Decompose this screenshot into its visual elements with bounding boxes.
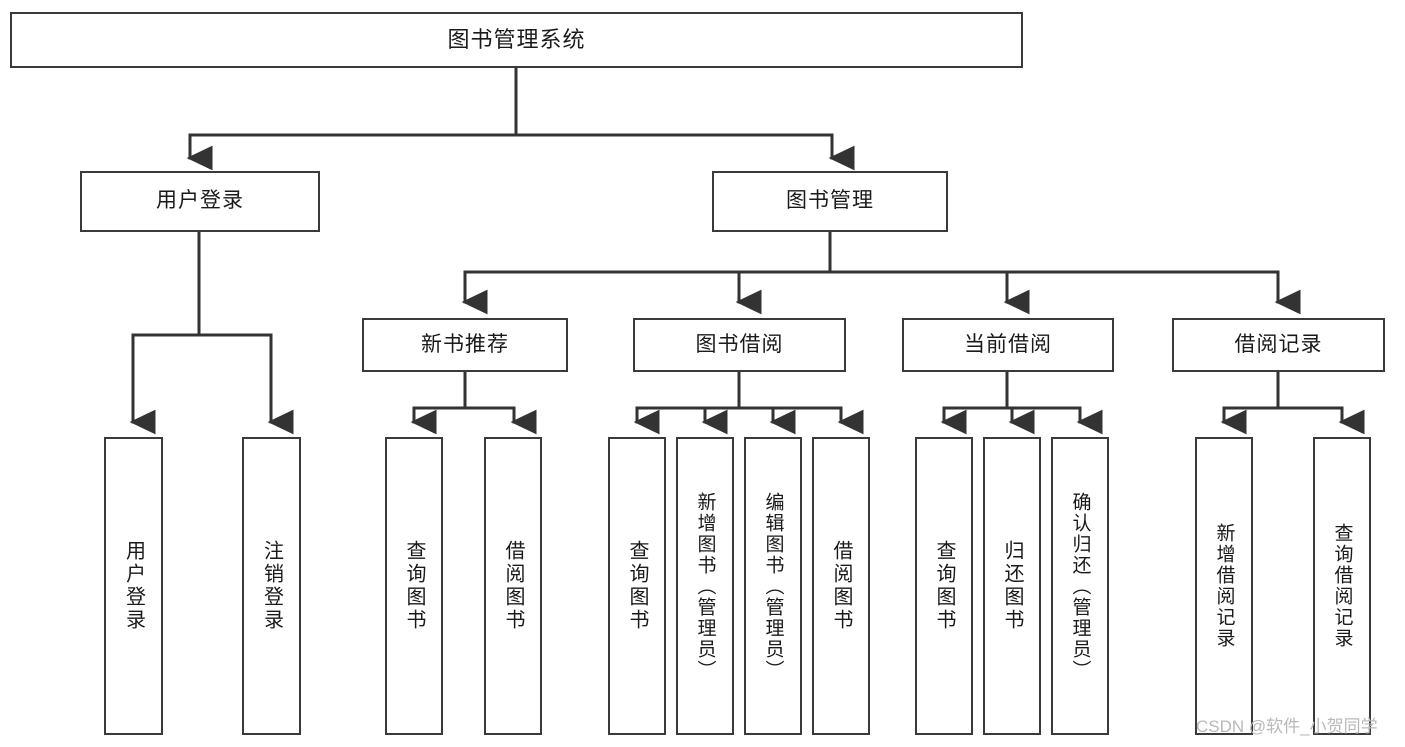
node-current-borrow-label: 当前借阅 bbox=[964, 332, 1052, 356]
node-root-label: 图书管理系统 bbox=[447, 27, 586, 53]
leaf-query-book-2[interactable]: 查询图书 bbox=[608, 437, 666, 735]
leaf-query-record[interactable]: 查询借阅记录 bbox=[1313, 437, 1371, 735]
leaf-logout[interactable]: 注销登录 bbox=[242, 437, 301, 735]
leaf-user-login-label: 用户登录 bbox=[122, 540, 145, 632]
leaf-return-book-label: 归还图书 bbox=[1001, 540, 1023, 632]
leaf-edit-book[interactable]: 编辑图书（管理员） bbox=[744, 437, 802, 735]
node-book-manage-label: 图书管理 bbox=[786, 189, 874, 213]
node-new-book-rec[interactable]: 新书推荐 bbox=[362, 318, 568, 372]
leaf-return-book[interactable]: 归还图书 bbox=[983, 437, 1041, 735]
leaf-borrow-book-1[interactable]: 借阅图书 bbox=[484, 437, 542, 735]
node-borrow-record-label: 借阅记录 bbox=[1234, 332, 1323, 356]
leaf-query-book-3[interactable]: 查询图书 bbox=[915, 437, 973, 735]
leaf-query-book-3-label: 查询图书 bbox=[933, 540, 955, 632]
leaf-add-book[interactable]: 新增图书（管理员） bbox=[676, 437, 734, 735]
node-book-manage[interactable]: 图书管理 bbox=[712, 171, 948, 232]
leaf-confirm-return-label: 确认归还（管理员） bbox=[1069, 491, 1091, 681]
leaf-add-record[interactable]: 新增借阅记录 bbox=[1195, 437, 1253, 735]
leaf-user-login[interactable]: 用户登录 bbox=[104, 437, 163, 735]
node-new-book-rec-label: 新书推荐 bbox=[421, 332, 509, 356]
leaf-query-book-1-label: 查询图书 bbox=[403, 540, 425, 632]
leaf-confirm-return[interactable]: 确认归还（管理员） bbox=[1051, 437, 1109, 735]
leaf-add-book-label: 新增图书（管理员） bbox=[694, 491, 716, 681]
node-borrow-record[interactable]: 借阅记录 bbox=[1172, 318, 1385, 372]
leaf-borrow-book-1-label: 借阅图书 bbox=[502, 540, 524, 632]
leaf-logout-label: 注销登录 bbox=[260, 540, 283, 632]
leaf-borrow-book-2[interactable]: 借阅图书 bbox=[812, 437, 870, 735]
node-book-borrow[interactable]: 图书借阅 bbox=[633, 318, 846, 372]
node-root[interactable]: 图书管理系统 bbox=[10, 12, 1023, 68]
leaf-query-record-label: 查询借阅记录 bbox=[1331, 523, 1353, 649]
leaf-edit-book-label: 编辑图书（管理员） bbox=[762, 491, 784, 681]
leaf-add-record-label: 新增借阅记录 bbox=[1213, 523, 1235, 649]
node-book-borrow-label: 图书借阅 bbox=[695, 332, 784, 356]
leaf-query-book-2-label: 查询图书 bbox=[626, 540, 648, 632]
node-user-login-label: 用户登录 bbox=[156, 189, 244, 213]
node-user-login[interactable]: 用户登录 bbox=[80, 171, 320, 232]
node-current-borrow[interactable]: 当前借阅 bbox=[902, 318, 1114, 372]
leaf-borrow-book-2-label: 借阅图书 bbox=[830, 540, 852, 632]
leaf-query-book-1[interactable]: 查询图书 bbox=[385, 437, 443, 735]
